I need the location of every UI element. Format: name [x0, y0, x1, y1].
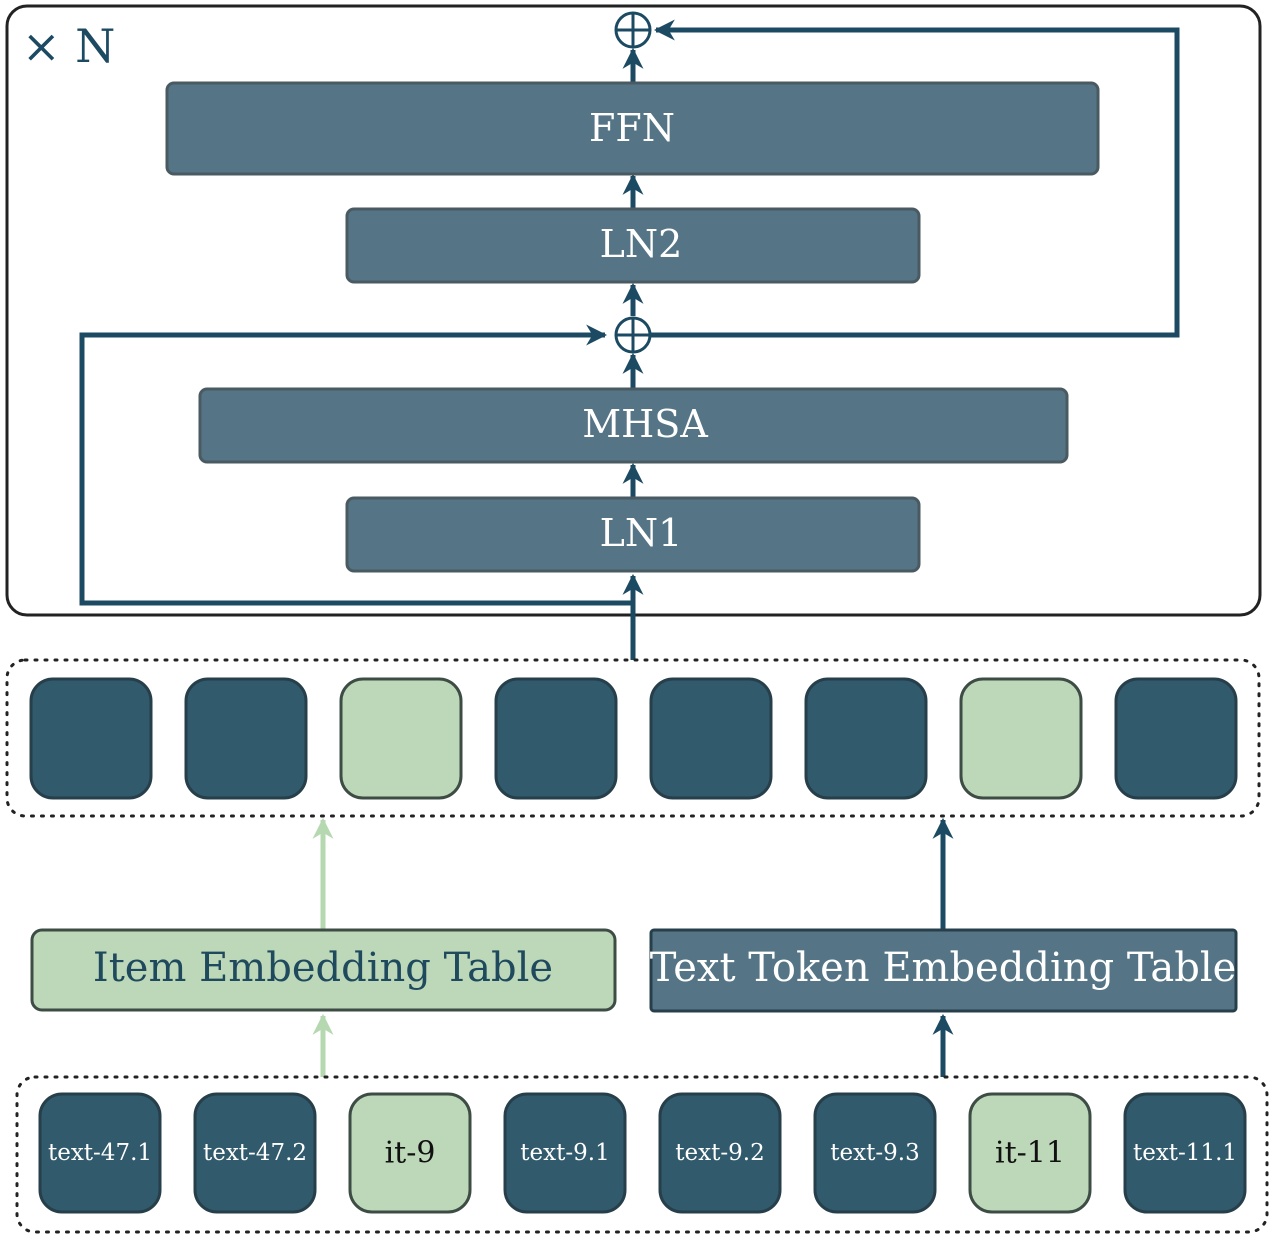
- token-label: it-9: [385, 1136, 436, 1171]
- residual-connection-1: [79, 324, 633, 606]
- ln1-label: LN1: [600, 511, 683, 555]
- text-token-embedding-table: Text Token Embedding Table: [649, 928, 1238, 1013]
- ffn-block: FFN: [165, 81, 1100, 176]
- embedding-row: [29, 677, 1238, 800]
- ffn-label: FFN: [589, 106, 675, 150]
- repeat-label: × N: [22, 19, 115, 73]
- text-embedding-cell: [184, 677, 308, 800]
- item-embedding-table: Item Embedding Table: [30, 928, 617, 1012]
- token-label: it-11: [995, 1136, 1065, 1171]
- token-label: text-9.1: [520, 1140, 609, 1166]
- token-label: text-11.1: [1133, 1140, 1237, 1166]
- add-node-1: [614, 316, 652, 354]
- residual-connection-2: [650, 19, 1180, 338]
- ln2-label: LN2: [600, 222, 683, 266]
- item-embedding-cell: [339, 677, 463, 800]
- text-embedding-cell: [494, 677, 618, 800]
- item-embedding-table-label: Item Embedding Table: [93, 945, 553, 991]
- text-token: text-47.1: [38, 1092, 162, 1214]
- embedding-row-frame: [5, 658, 1261, 818]
- text-token: text-9.2: [658, 1092, 782, 1214]
- text-token: text-11.1: [1123, 1092, 1247, 1214]
- token-row-frame: [15, 1075, 1269, 1234]
- token-label: text-47.1: [48, 1140, 152, 1166]
- text-embedding-cell: [29, 677, 153, 800]
- ln1-block: LN1: [345, 496, 921, 573]
- text-token-embedding-table-label: Text Token Embedding Table: [650, 945, 1237, 991]
- add-node-2: [614, 11, 652, 49]
- token-row: text-47.1 text-47.2 it-9 text-9.1 text-9.2 te…: [38, 1092, 1247, 1214]
- item-token: it-9: [348, 1092, 472, 1214]
- text-embedding-cell: [804, 677, 928, 800]
- ln2-block: LN2: [345, 207, 921, 284]
- token-label: text-9.3: [830, 1140, 919, 1166]
- text-embedding-cell: [1114, 677, 1238, 800]
- token-label: text-47.2: [203, 1140, 307, 1166]
- item-token: it-11: [968, 1092, 1092, 1214]
- mhsa-label: MHSA: [582, 402, 708, 446]
- text-token: text-47.2: [193, 1092, 317, 1214]
- mhsa-block: MHSA: [198, 387, 1069, 464]
- text-embedding-cell: [649, 677, 773, 800]
- text-token: text-9.1: [503, 1092, 627, 1214]
- item-embedding-cell: [959, 677, 1083, 800]
- token-label: text-9.2: [675, 1140, 764, 1166]
- text-token: text-9.3: [813, 1092, 937, 1214]
